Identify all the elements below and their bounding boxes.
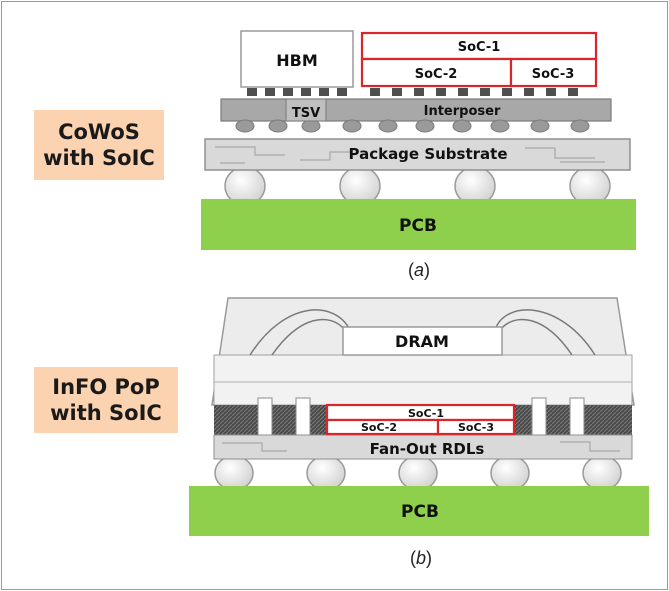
soc1-label-b: SoC-1 <box>408 407 444 420</box>
cowos-label: CoWoS with SoIC <box>34 110 164 180</box>
soc3-die <box>509 57 598 88</box>
hbm-bumps <box>247 88 347 96</box>
cowos-diagram: HBM SoC-1 SoC-2 SoC-3 TSV Interposer Pac… <box>201 30 636 250</box>
cowos-label-line1: CoWoS <box>58 120 140 144</box>
caption-a-letter: a <box>413 260 424 280</box>
substrate-traces <box>215 146 605 164</box>
info-pop-label-line1: InFO PoP <box>52 375 160 399</box>
microbumps-bottom <box>235 119 590 133</box>
caption-a: (a) <box>407 260 430 280</box>
interposer <box>220 98 612 122</box>
rdl-traces <box>222 441 620 452</box>
tsv-region <box>285 98 327 122</box>
soc3-label-b: SoC-3 <box>458 421 494 434</box>
hbm-die <box>240 30 354 88</box>
soc3-die-b <box>436 418 516 436</box>
soc2-label: SoC-2 <box>415 67 458 82</box>
pcb-a <box>201 199 636 250</box>
info-pop-diagram: DRAM SoC-1 SoC-2 SoC-3 Fan-Out RDLs PCB <box>189 297 649 536</box>
info-solder-balls <box>214 455 622 491</box>
dram-label: DRAM <box>395 332 449 351</box>
soc-bumps <box>370 88 578 96</box>
caption-b-letter: b <box>415 548 426 568</box>
rdl-label: Fan-Out RDLs <box>370 440 485 458</box>
info-pop-label-line2: with SoIC <box>50 401 162 425</box>
cowos-solder-balls <box>224 166 611 206</box>
tsv-label: TSV <box>292 106 320 121</box>
substrate-label: Package Substrate <box>348 145 507 163</box>
dram-die <box>342 326 503 356</box>
pcb-b <box>189 486 649 536</box>
soc1-label: SoC-1 <box>458 40 501 55</box>
top-package-substrate <box>213 354 633 406</box>
through-info-vias <box>257 397 585 436</box>
hbm-label: HBM <box>276 51 318 70</box>
caption-b: (b) <box>409 548 432 568</box>
cowos-label-line2: with SoIC <box>43 146 155 170</box>
info-pop-label: InFO PoP with SoIC <box>34 367 178 433</box>
soc3-label: SoC-3 <box>532 67 575 82</box>
soc2-label-b: SoC-2 <box>361 421 397 434</box>
interposer-label: Interposer <box>424 104 501 119</box>
pcb-a-label: PCB <box>399 216 437 236</box>
soc2-die <box>360 57 513 88</box>
wire-bonds <box>249 309 596 356</box>
pcb-b-label: PCB <box>401 502 439 522</box>
